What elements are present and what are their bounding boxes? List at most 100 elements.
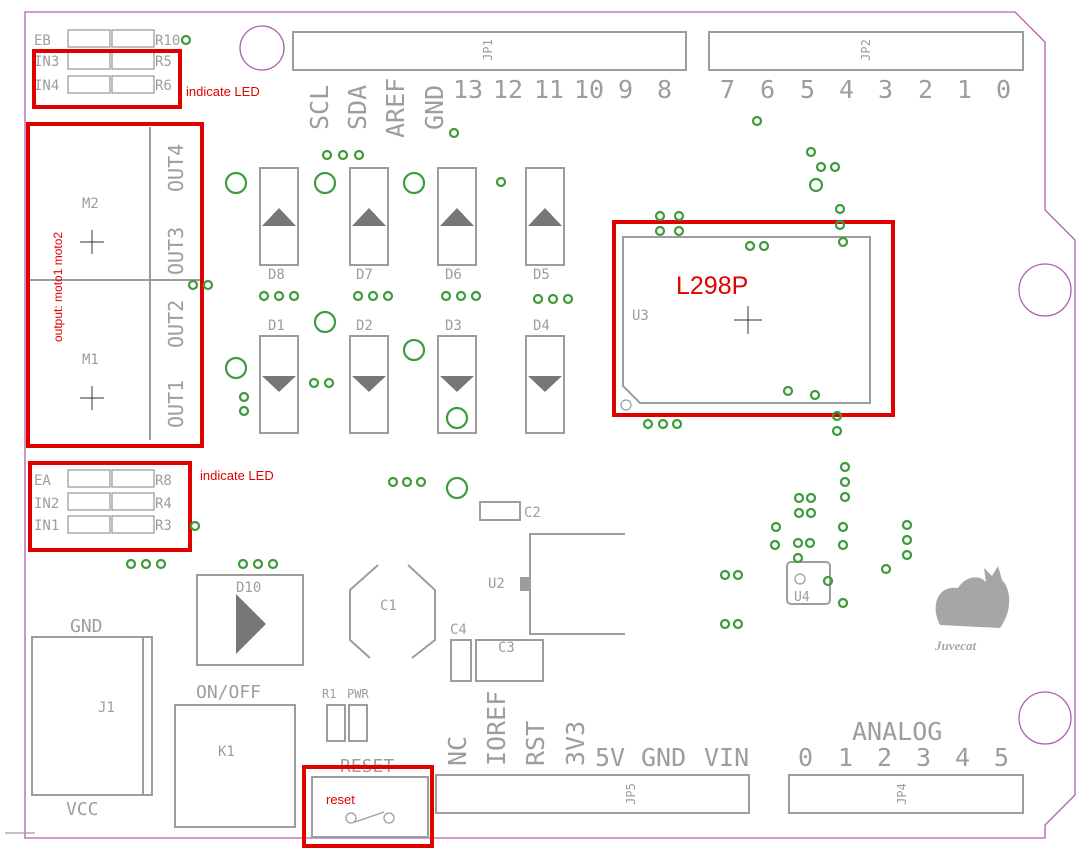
mounting-hole <box>1018 263 1072 317</box>
pin-label: 9 <box>618 75 633 104</box>
diodes-bottom: D1 D2 D3 D4 <box>259 318 565 434</box>
pin-label: GND <box>641 743 686 772</box>
pin-label: VIN <box>704 743 749 772</box>
pin-label: 1 <box>838 743 853 772</box>
diode-label: D7 <box>356 267 373 283</box>
digital-pin-labels-right: 7 6 5 4 3 2 1 0 <box>720 75 1011 104</box>
diode-label: D6 <box>445 267 462 283</box>
pin-label: 12 <box>493 75 523 104</box>
motor-label: M2 <box>82 196 99 212</box>
motor-output-highlight <box>26 122 204 448</box>
switch-k1: ON/OFF K1 <box>174 682 296 828</box>
power-jack-j1: GND VCC J1 <box>31 616 153 820</box>
pin-label: 8 <box>657 75 672 104</box>
pin-label: 1 <box>957 75 972 104</box>
c2-label: C2 <box>524 505 541 521</box>
out-label: OUT3 <box>164 227 188 275</box>
vcc-label: VCC <box>66 799 99 820</box>
c3-label: C3 <box>498 640 515 656</box>
capacitor-c3-c4: C4 C3 <box>450 622 544 682</box>
diode-label: D3 <box>445 318 462 334</box>
pin-label: 5 <box>800 75 815 104</box>
pwr-label: PWR <box>347 687 369 701</box>
pin-label: 3 <box>916 743 931 772</box>
top-led-block: EB IN3 IN4 R10 R5 R6 indicate LED <box>32 29 260 109</box>
jp4-label: JP4 <box>895 783 909 805</box>
board-outline <box>24 11 1076 839</box>
mounting-hole <box>239 25 285 71</box>
pin-label: 3V3 <box>561 721 590 766</box>
motor-note: output: moto1 moto2 <box>51 232 65 342</box>
pin-label: 2 <box>877 743 892 772</box>
c1-label: C1 <box>380 598 397 614</box>
diode-d10: D10 <box>196 574 304 666</box>
top-led-highlight <box>32 49 182 109</box>
out-label: OUT2 <box>164 300 188 348</box>
jp2-label: JP2 <box>859 39 873 61</box>
resistor-label: R10 <box>155 33 180 49</box>
component-u4: U4 <box>786 561 831 605</box>
jp2-header: JP2 <box>708 31 1024 71</box>
jp1-label: JP1 <box>481 39 495 61</box>
bottom-led-highlight <box>28 461 192 552</box>
out-label: OUT1 <box>164 380 188 428</box>
resistor-label: R3 <box>155 518 172 534</box>
on-off-label: ON/OFF <box>196 682 261 703</box>
diodes-top: D8 D7 D6 D5 <box>259 167 565 283</box>
pin-label: 4 <box>839 75 854 104</box>
aref-label: AREF <box>381 78 410 138</box>
led-label: IN2 <box>34 496 59 512</box>
led-label: IN1 <box>34 518 59 534</box>
u2-label: U2 <box>488 576 505 592</box>
resistor-label: R6 <box>155 78 172 94</box>
pin-label: 0 <box>996 75 1011 104</box>
vias <box>125 115 913 630</box>
digital-pin-labels-left: 13 12 11 10 9 8 <box>453 75 672 104</box>
analog-title: ANALOG <box>852 717 942 746</box>
led-label: EB <box>34 33 51 49</box>
pin-label: NC <box>443 736 472 766</box>
i2c-pin-labels: SCL SDA AREF GND <box>305 78 449 138</box>
pin-label: 10 <box>574 75 604 104</box>
reset-button: RESET reset <box>302 756 434 848</box>
resistor-label: R4 <box>155 496 172 512</box>
reset-note: reset <box>326 792 355 807</box>
c4-label: C4 <box>450 622 467 638</box>
pin-label: 4 <box>955 743 970 772</box>
jp5-label: JP5 <box>624 783 638 805</box>
bottom-led-note: indicate LED <box>200 468 274 483</box>
resistor-label: R8 <box>155 473 172 489</box>
logo-text: Juvecat <box>934 638 977 653</box>
motor-label: M1 <box>82 352 99 368</box>
jp5-header: JP5 <box>435 774 750 814</box>
bottom-led-block: EA IN2 IN1 R8 R4 R3 indicate LED <box>28 461 274 552</box>
pin-label: 11 <box>534 75 564 104</box>
pin-label: 6 <box>760 75 775 104</box>
scl-label: SCL <box>305 85 334 130</box>
top-led-note: indicate LED <box>186 84 260 99</box>
pin-label: IOREF <box>482 691 511 766</box>
r1-label: R1 <box>322 687 336 701</box>
pin-label: 3 <box>878 75 893 104</box>
chip-highlight <box>612 220 895 417</box>
pin-label: 7 <box>720 75 735 104</box>
pin-label: 2 <box>918 75 933 104</box>
diode-label: D5 <box>533 267 550 283</box>
power-pin-labels: NC IOREF RST 3V3 5V GND VIN <box>443 691 749 772</box>
jp1-header: JP1 <box>292 31 687 71</box>
l298p-chip: U3 L298P <box>612 220 895 417</box>
pin-label: 0 <box>798 743 813 772</box>
diode-label: D1 <box>268 318 285 334</box>
led-label: IN4 <box>34 78 59 94</box>
diode-label: D8 <box>268 267 285 283</box>
diode-label: D4 <box>533 318 550 334</box>
capacitor-c1: C1 <box>349 564 436 659</box>
sda-label: SDA <box>343 85 372 130</box>
regulator-u2: U2 <box>488 533 625 635</box>
gnd-power-label: GND <box>70 616 103 637</box>
analog-pin-labels: ANALOG 0 1 2 3 4 5 <box>798 717 1009 772</box>
j1-label: J1 <box>98 700 115 716</box>
pin-label: 5V <box>595 743 625 772</box>
pin-label: 5 <box>994 743 1009 772</box>
